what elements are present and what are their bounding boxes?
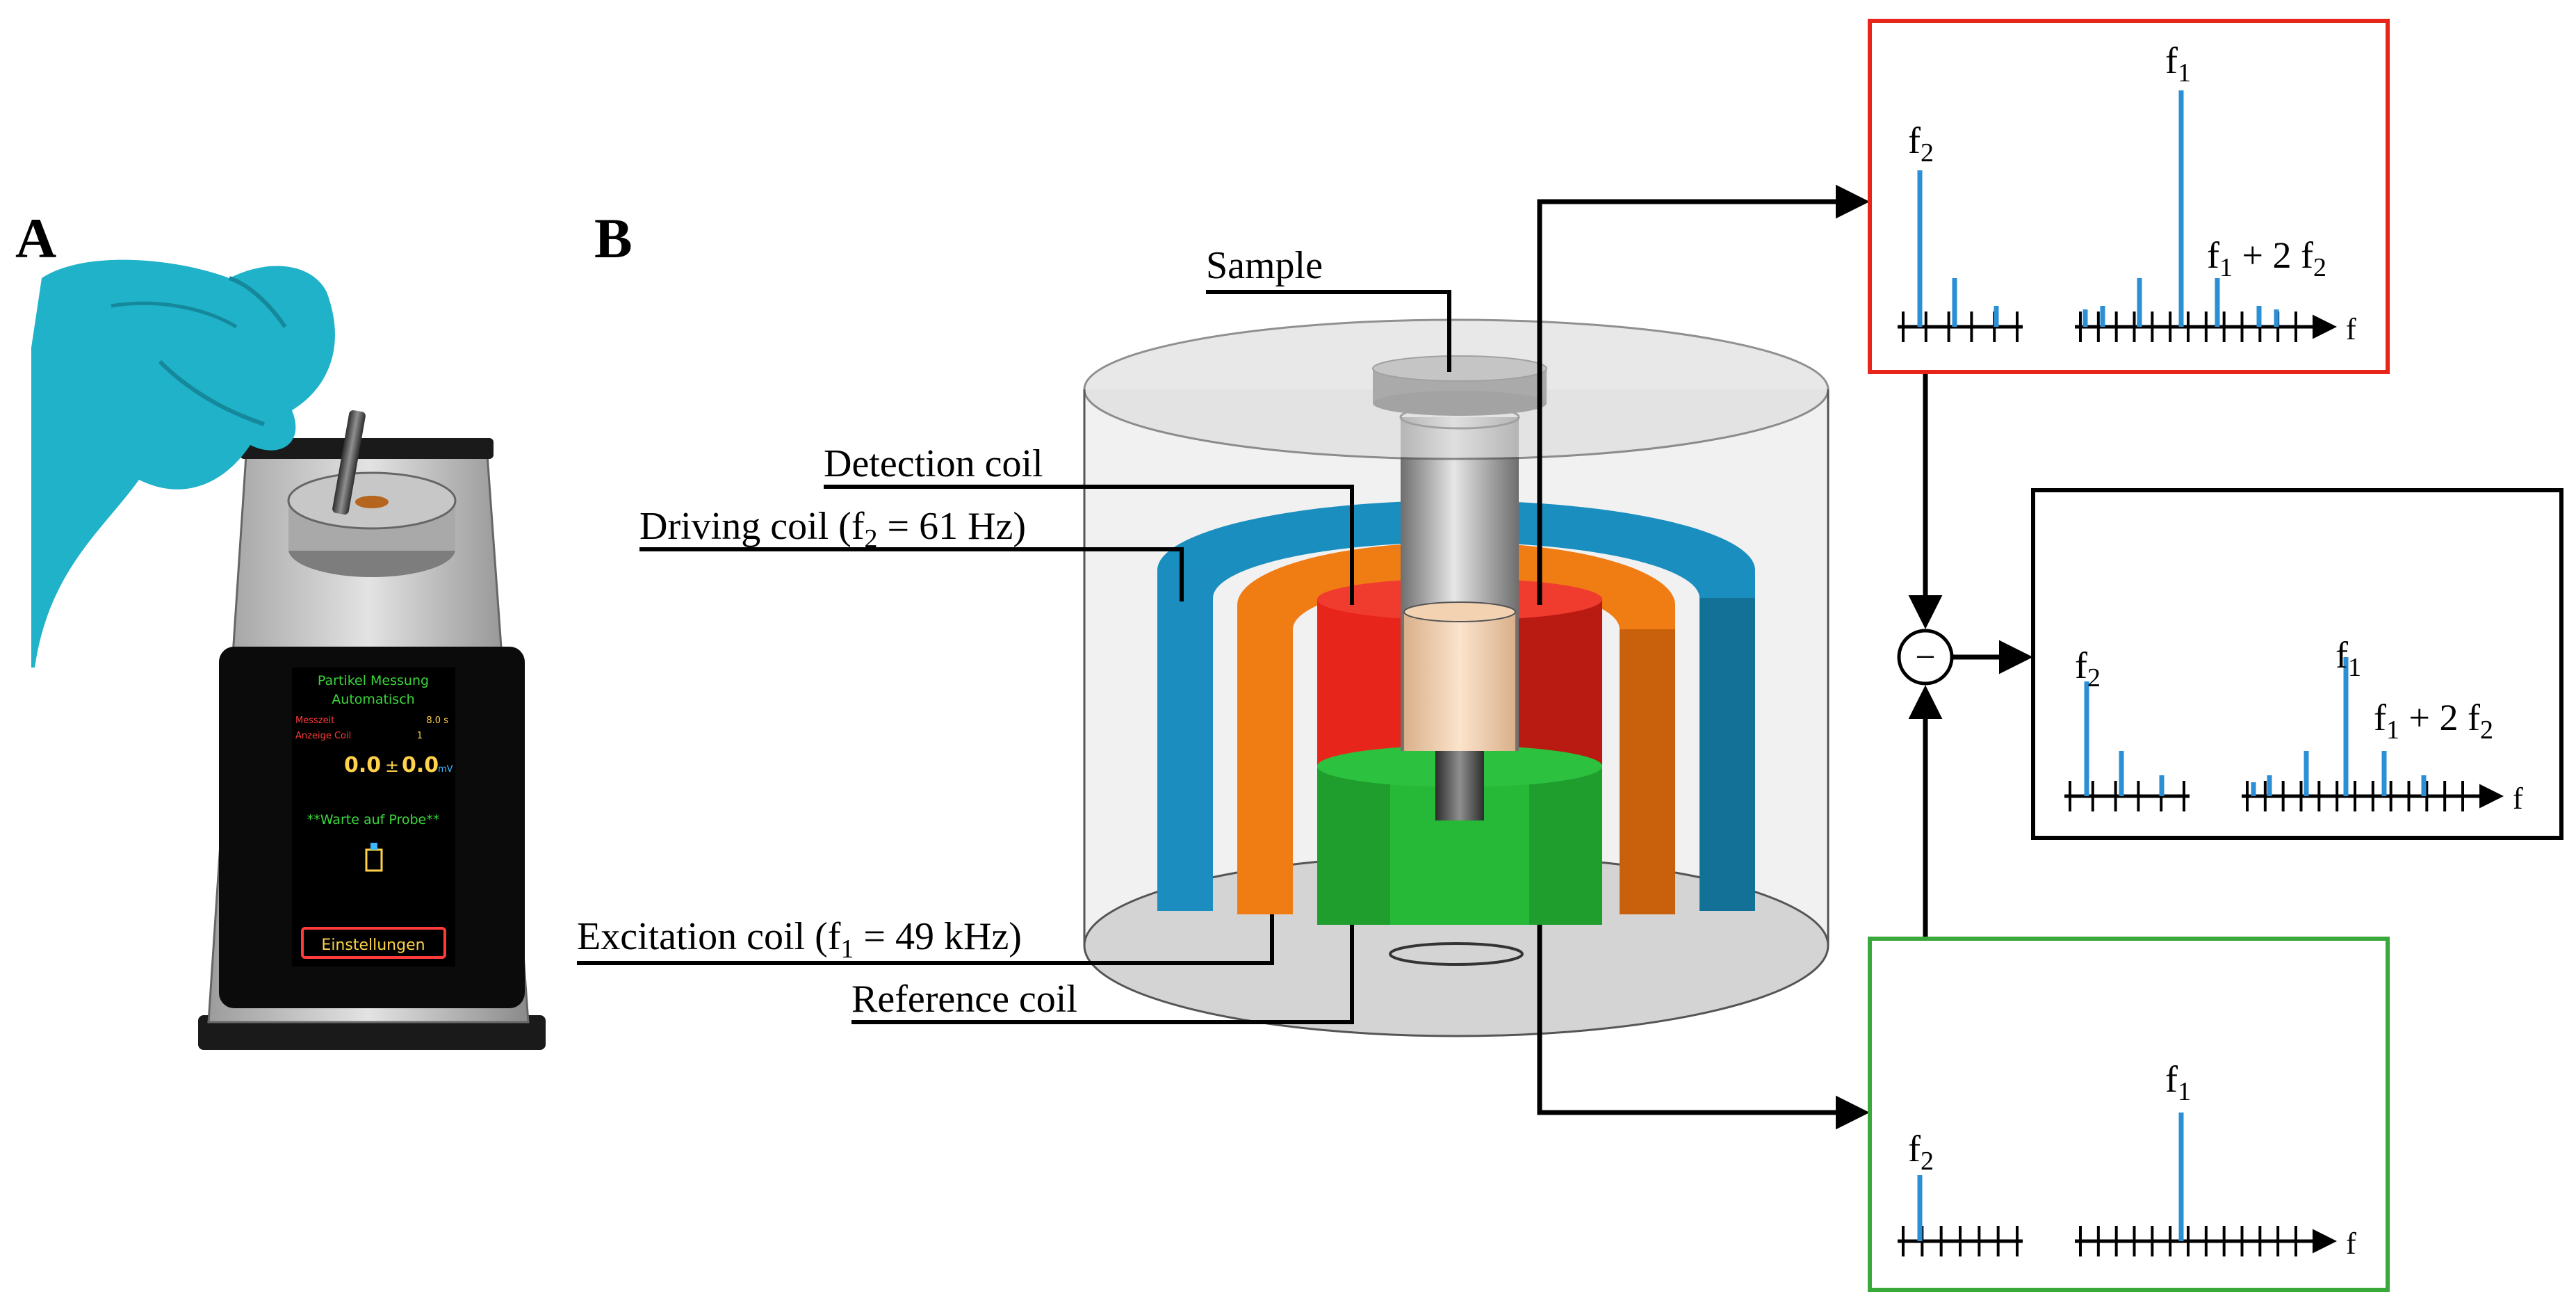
label-reference-coil: Reference coil (851, 978, 1077, 1021)
label-f1: f1 (2165, 1058, 2191, 1106)
screen-reading-pm: ± (385, 757, 399, 776)
screen-status: **Warte auf Probe** (307, 812, 440, 827)
reference-spectrum-box (1868, 937, 2390, 1292)
label-sample: Sample (1206, 244, 1323, 287)
difference-spectrum-box (2031, 488, 2563, 840)
driving-coil (1157, 501, 1755, 911)
label-driving-coil: Driving coil (f2 = 61 Hz) (639, 505, 1026, 553)
label-f1-plus-2f2: f1 + 2 f2 (2374, 697, 2493, 745)
screen-row2-label: Anzeige Coil (295, 731, 351, 741)
label-f2: f2 (2075, 645, 2101, 693)
sample-vial-icon (365, 843, 383, 872)
screen-reading-unit: mV (438, 764, 453, 775)
cylinder-top (1083, 318, 1829, 460)
axis-f-label: f (2346, 1227, 2356, 1261)
device-photo: Partikel Messung Automatisch Messzeit 8.… (31, 259, 546, 1050)
label-leaders (577, 290, 1451, 1024)
screen-mode: Automatisch (332, 692, 414, 707)
panel-b-label: B (594, 207, 633, 270)
axis-f-label: f (2346, 312, 2356, 346)
axis-f-label: f (2513, 782, 2523, 816)
screen-reading-err: 0.0 (402, 753, 439, 777)
label-excitation-coil: Excitation coil (f1 = 49 kHz) (577, 915, 1022, 964)
bottom-hole (1389, 942, 1524, 966)
panel-a-label: A (15, 207, 56, 270)
excitation-coil (1237, 542, 1675, 914)
signal-arrows (1537, 184, 2033, 1130)
label-f1: f1 (2335, 634, 2361, 682)
svg-text:−: − (1915, 638, 1935, 677)
label-f2: f2 (1908, 120, 1934, 168)
gloved-hand (31, 259, 335, 668)
label-f2: f2 (1908, 1128, 1934, 1176)
screen-row1-value: 8.0 s (426, 715, 448, 726)
minus-circle-icon: − (1897, 629, 1954, 686)
screen-row1-label: Messzeit (295, 715, 334, 726)
label-detection-coil: Detection coil (824, 442, 1043, 485)
screen-row2-value: 1 (417, 731, 423, 741)
settings-button[interactable]: Einstellungen (321, 937, 425, 954)
screen-title: Partikel Messung (318, 673, 429, 688)
label-f1-plus-2f2: f1 + 2 f2 (2207, 234, 2326, 282)
screen-reading: 0.0 (344, 753, 381, 777)
label-f1: f1 (2165, 40, 2191, 88)
spectra-layer: f f2 f1 f1 + 2 f2 f f2 f1 f1 + 2 f2 f f2 f1 (1898, 40, 2523, 1261)
